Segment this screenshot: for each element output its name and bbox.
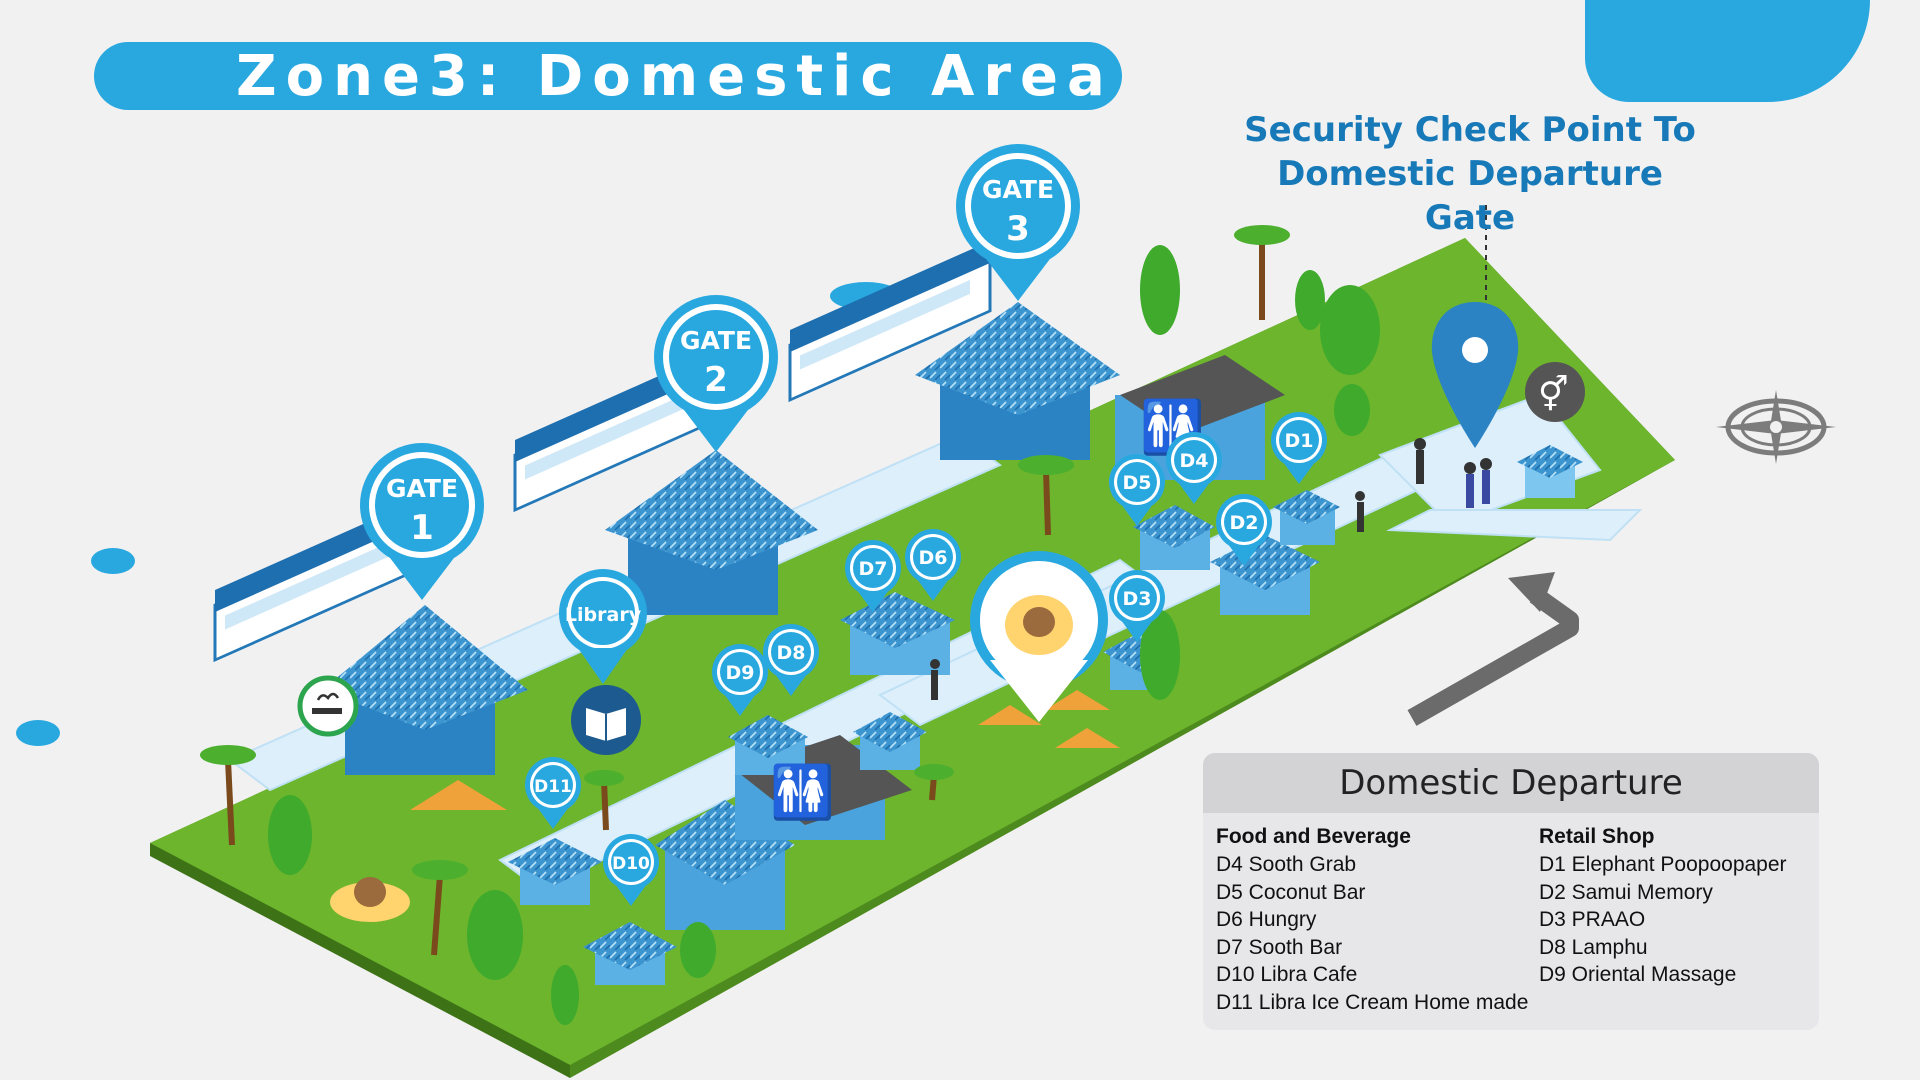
title-banner: Zone3: Domestic Area (94, 42, 1122, 110)
direction-arrow-icon (1407, 572, 1579, 726)
retail-shop-column: Retail Shop D1 Elephant Poopoopaper D2 S… (1539, 823, 1787, 989)
food-beverage-column: Food and Beverage D4 Sooth Grab D5 Cocon… (1216, 823, 1528, 1016)
gate-pavilions (322, 302, 1120, 775)
shop-code-label: D2 (1230, 512, 1259, 534)
umbrellas (410, 690, 1120, 810)
shop-code-label: D7 (859, 558, 888, 580)
location-pin-icon (1431, 205, 1519, 448)
shop-marker-d10[interactable]: D10 (603, 834, 659, 906)
legend-item: D2 Samui Memory (1539, 880, 1713, 904)
legend-item: D9 Oriental Massage (1539, 963, 1737, 986)
shop-code-label: D5 (1123, 472, 1152, 494)
svg-text:⚥: ⚥ (1538, 374, 1569, 415)
kids-play-icon (330, 551, 1108, 922)
legend-item: D3 PRAAO (1539, 908, 1646, 931)
shop-marker-d3[interactable]: D3 (1109, 570, 1165, 642)
security-line-2: Domestic Departure Gate (1277, 154, 1663, 238)
gate-number: 1 (410, 508, 434, 548)
gate-label: GATE (386, 474, 458, 503)
food-beverage-heading: Food and Beverage (1216, 825, 1411, 848)
shop-marker-d2[interactable]: D2 (1216, 494, 1272, 566)
shop-marker-d8[interactable]: D8 (763, 624, 819, 696)
shop-marker-d6[interactable]: D6 (905, 529, 961, 601)
legend-item: D4 Sooth Grab (1216, 853, 1357, 876)
gate-number: 2 (704, 360, 728, 400)
shop-marker-d5[interactable]: D5 (1109, 454, 1165, 526)
security-checkpoint-label: Security Check Point To Domestic Departu… (1240, 108, 1700, 240)
legend-panel: Domestic Departure Food and Beverage D4 … (1203, 753, 1819, 1030)
library-label: Library (565, 604, 642, 626)
library-marker[interactable]: Library (559, 569, 647, 684)
shop-marker-d4[interactable]: D4 (1166, 432, 1222, 504)
gate-2-marker[interactable]: GATE 2 (654, 295, 778, 452)
shop-marker-d1[interactable]: D1 (1271, 412, 1327, 484)
legend-title: Domestic Departure (1339, 763, 1683, 803)
shop-marker-d11[interactable]: D11 (525, 757, 581, 829)
security-line-1: Security Check Point To (1244, 110, 1696, 150)
legend-item: D11 Libra Ice Cream Home made (1216, 990, 1529, 1014)
shop-code-label: D4 (1180, 450, 1209, 472)
shop-marker-d9[interactable]: D9 (712, 644, 768, 716)
shop-marker-d7[interactable]: D7 (845, 540, 901, 612)
shop-code-label: D3 (1123, 588, 1152, 610)
svg-text:🚻: 🚻 (770, 762, 835, 823)
restroom-gender-icon: ⚥ (1525, 362, 1585, 422)
legend-item: D5 Coconut Bar (1216, 880, 1366, 904)
smoking-area-icon (297, 675, 359, 737)
shop-code-label: D1 (1285, 430, 1314, 452)
shop-code-label: D6 (919, 547, 948, 569)
corner-decoration (1585, 0, 1870, 102)
legend-header: Domestic Departure (1203, 753, 1819, 813)
book-icon (571, 685, 641, 755)
legend-item: D1 Elephant Poopoopaper (1539, 853, 1787, 876)
people (930, 438, 1492, 700)
legend-item: D10 Libra Cafe (1216, 963, 1358, 986)
legend-item: D6 Hungry (1216, 908, 1317, 931)
trees (200, 225, 1380, 1025)
shop-code-label: D11 (534, 777, 572, 797)
retail-shop-heading: Retail Shop (1539, 825, 1655, 848)
shop-code-label: D9 (726, 662, 755, 684)
gate-number: 3 (1006, 209, 1030, 249)
gate-3-marker[interactable]: GATE 3 (956, 144, 1080, 301)
legend-item: D8 Lamphu (1539, 935, 1648, 959)
gate-label: GATE (680, 326, 752, 355)
shop-code-label: D10 (612, 854, 650, 874)
gate-1-marker[interactable]: GATE 1 (360, 443, 484, 600)
legend-item: D7 Sooth Bar (1216, 935, 1343, 959)
shop-code-label: D8 (777, 642, 806, 664)
page-title: Zone3: Domestic Area (236, 43, 1114, 109)
gate-label: GATE (982, 175, 1054, 204)
compass-icon (1716, 390, 1836, 464)
